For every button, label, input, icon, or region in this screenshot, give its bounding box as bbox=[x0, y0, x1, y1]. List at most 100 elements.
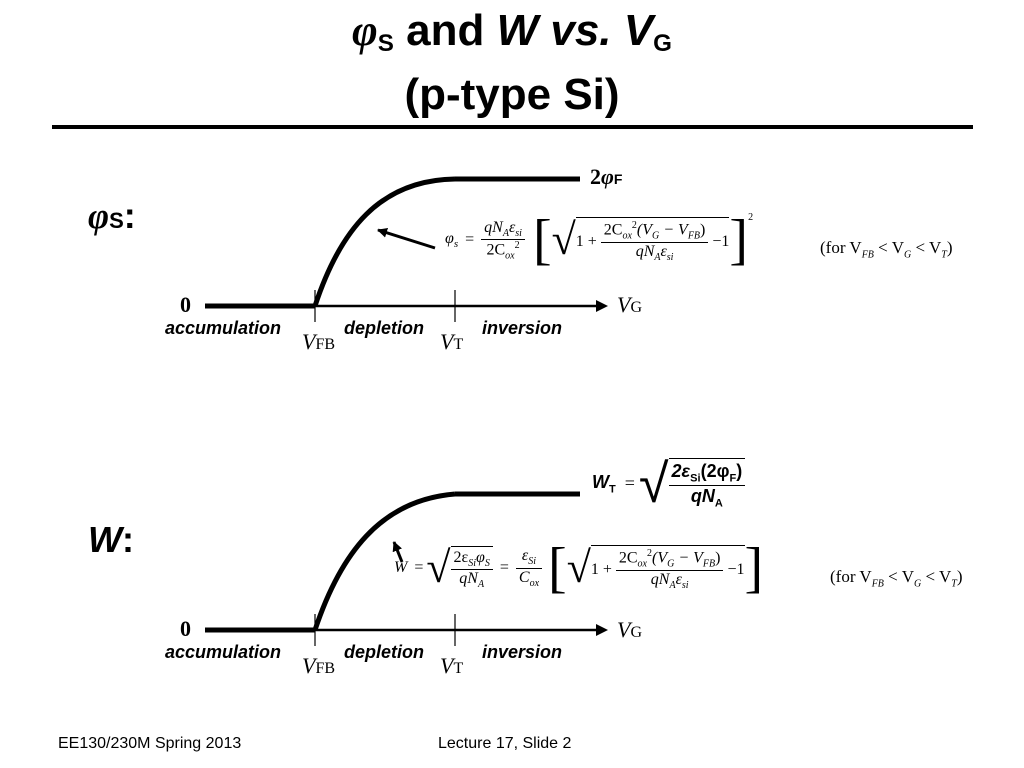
bf-f2-num: ε bbox=[521, 547, 529, 565]
top-vfb-label: VFB bbox=[302, 330, 335, 357]
bf-f3-num-g: G bbox=[667, 558, 675, 570]
tf-eq: = bbox=[465, 231, 475, 248]
bf-f3-num-paren: (V bbox=[652, 549, 668, 567]
bottom-axis-label: VG bbox=[617, 618, 642, 645]
bottom-plot bbox=[205, 491, 608, 646]
bf-f1-num-phi: φ bbox=[476, 548, 485, 566]
top-pointer-arrow bbox=[377, 227, 436, 250]
tc-t: T bbox=[941, 249, 947, 261]
bf-f1-num: 2ε bbox=[453, 548, 469, 566]
top-ylabel-colon: : bbox=[123, 195, 136, 236]
bf-f3-num-minus: − V bbox=[674, 549, 703, 567]
top-depletion-curve bbox=[312, 176, 456, 307]
bf-lhs: W bbox=[394, 559, 408, 576]
top-vt-v: V bbox=[440, 329, 454, 354]
wt-num: 2ε bbox=[671, 461, 691, 481]
bc-close: ) bbox=[956, 567, 963, 586]
bottom-region-depletion: depletion bbox=[344, 642, 424, 662]
tc-close: ) bbox=[946, 238, 953, 257]
bottom-vfb-sub: FB bbox=[315, 660, 336, 677]
tf-f2-num-close: ) bbox=[700, 221, 706, 239]
bottom-condition: (for VFB < VG < VT) bbox=[830, 567, 963, 589]
top-vt-label: VT bbox=[440, 330, 463, 357]
top-x-axis-arrowhead bbox=[596, 300, 608, 312]
wt-num-sub: Si bbox=[690, 472, 701, 485]
bottom-vfb-label: VFB bbox=[302, 654, 335, 681]
bottom-vt-label: VT bbox=[440, 654, 463, 681]
bf-f1-num-phi-sub: S bbox=[484, 558, 490, 569]
top-level-sub: F bbox=[613, 171, 623, 187]
tf-f2-den-eps: ε bbox=[660, 242, 667, 260]
bottom-ylabel-colon: : bbox=[121, 519, 134, 560]
tf-minus-one: −1 bbox=[712, 232, 730, 250]
bottom-region-accumulation: accumulation bbox=[165, 642, 282, 662]
slide-title-line1: φS and W vs. VG bbox=[0, 8, 1024, 61]
top-vfb-sub: FB bbox=[315, 336, 336, 353]
tf-f2-num-g: G bbox=[652, 230, 660, 242]
tf-f2-num-paren: (V bbox=[636, 221, 653, 239]
tf-f1-num: qN bbox=[484, 218, 503, 236]
tf-f2-den: qN bbox=[635, 242, 655, 260]
top-level-phi: φ bbox=[601, 164, 614, 189]
tf-f1-num-eps: ε bbox=[508, 218, 516, 236]
tf-f1-num-sub: A bbox=[502, 227, 509, 239]
bottom-depletion-curve bbox=[312, 491, 456, 631]
tf-f1-den-sub: ox bbox=[505, 250, 515, 262]
tf-outer-sup: 2 bbox=[748, 212, 754, 223]
tf-one-plus: 1 + bbox=[575, 232, 597, 250]
bf-f1-den: qN bbox=[459, 570, 478, 587]
bc-t: T bbox=[951, 578, 957, 590]
bottom-w-formula: W =√ 2εSiφS qNA = εSi Cox [√ 1 + 2Cox2(V… bbox=[394, 537, 764, 599]
bottom-vt-v: V bbox=[440, 653, 454, 678]
wt-formula: WT =√ 2εSi(2φF) qNA bbox=[592, 457, 746, 522]
tc-g: G bbox=[903, 249, 912, 261]
footer-slide-number: Lecture 17, Slide 2 bbox=[438, 735, 572, 752]
tf-f2-num-fb: FB bbox=[687, 230, 701, 242]
bottom-zero-label: 0 bbox=[180, 616, 191, 641]
bottom-vfb-v: V bbox=[302, 653, 316, 678]
title-w: W bbox=[496, 6, 539, 55]
bc-fb: FB bbox=[871, 578, 884, 590]
wt-num-paren: (2φ bbox=[700, 461, 730, 481]
bf-f2-den: C bbox=[518, 568, 530, 586]
top-phi-formula: φs = qNAεsi 2Cox2 [√ 1 + 2Cox2(VG − VFB)… bbox=[445, 209, 754, 271]
slide-title-line2: (p-type Si) bbox=[404, 70, 620, 119]
top-region-depletion: depletion bbox=[344, 318, 424, 338]
tc-lt1: < V bbox=[873, 238, 904, 257]
bf-f3-den-eps: ε bbox=[675, 570, 682, 588]
bf-f3-num-sup: 2 bbox=[647, 548, 652, 560]
bc-g: G bbox=[913, 578, 922, 590]
tf-lhs: φ bbox=[445, 229, 454, 247]
tf-f2-num-minus: − V bbox=[659, 221, 688, 239]
tf-f2-den-eps-sub: si bbox=[666, 251, 674, 263]
bottom-pointer-arrow bbox=[392, 541, 404, 563]
top-zero-label: 0 bbox=[180, 292, 191, 317]
top-axis-v: V bbox=[617, 292, 631, 317]
tf-f2-num: 2C bbox=[603, 221, 623, 239]
title-underline bbox=[52, 125, 973, 129]
title-v-subscript: G bbox=[653, 30, 672, 58]
tf-lhs-sub: s bbox=[453, 238, 459, 251]
bottom-ylabel: W: bbox=[88, 520, 134, 560]
tf-f2-num-sub: ox bbox=[622, 230, 632, 242]
top-ylabel-sub: S bbox=[109, 208, 124, 233]
bf-one-plus: 1 + bbox=[590, 560, 612, 578]
wt-lhs-sub: T bbox=[609, 483, 616, 496]
tc-lt2: < V bbox=[911, 238, 942, 257]
tf-f1-den: 2C bbox=[486, 241, 506, 259]
bottom-axis-v: V bbox=[617, 617, 631, 642]
bf-f3-num-sub: ox bbox=[637, 558, 647, 570]
wt-num-f: F bbox=[729, 472, 737, 485]
bf-f3-den: qN bbox=[650, 570, 670, 588]
bottom-axis-sub: G bbox=[630, 624, 643, 641]
tf-f1-num-eps-sub: si bbox=[515, 227, 522, 239]
top-ylabel-phi: φ bbox=[88, 196, 110, 236]
top-axis-sub: G bbox=[630, 299, 643, 316]
title-and: and bbox=[393, 6, 497, 55]
tf-f2-num-sup: 2 bbox=[631, 220, 637, 232]
tf-f2-den-sub: A bbox=[654, 251, 661, 263]
bf-f2-num-sub: Si bbox=[528, 556, 537, 568]
bc-lt1: < V bbox=[883, 567, 914, 586]
top-condition: (for VFB < VG < VT) bbox=[820, 238, 953, 260]
